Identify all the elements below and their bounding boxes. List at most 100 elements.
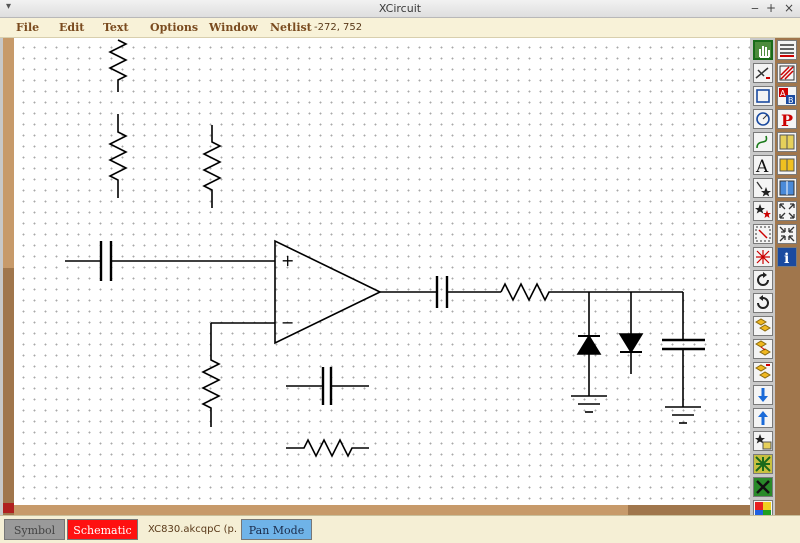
op-amp[interactable]: + −	[211, 239, 437, 345]
svg-text:A: A	[755, 157, 769, 174]
explode-icon	[756, 250, 770, 264]
unjoin-tool[interactable]	[753, 477, 773, 497]
star-pair-icon	[755, 204, 771, 218]
parameter-tool[interactable]: P	[777, 109, 797, 129]
duplicate-tool[interactable]	[753, 362, 773, 382]
menu-file[interactable]: File	[16, 21, 40, 34]
resistor[interactable]	[108, 114, 128, 198]
copy-tool[interactable]	[753, 316, 773, 336]
open-book-icon	[779, 158, 795, 172]
join-icon	[755, 456, 771, 472]
svg-text:P: P	[781, 111, 793, 128]
library-book-tool[interactable]	[777, 132, 797, 152]
menu-netlist[interactable]: Netlist	[270, 21, 312, 34]
resistor[interactable]	[286, 438, 369, 458]
pop-up-tool[interactable]	[753, 408, 773, 428]
move-tool[interactable]	[753, 339, 773, 359]
contract-arrows-icon	[779, 226, 795, 242]
copy-icon	[755, 318, 771, 332]
resistor[interactable]	[201, 323, 221, 427]
pan-tool[interactable]	[753, 40, 773, 60]
svg-text:i: i	[784, 251, 789, 266]
capacitor[interactable]	[65, 241, 275, 281]
unjoin-icon	[756, 480, 770, 494]
symbol-button[interactable]: Symbol	[4, 519, 65, 540]
capacitor[interactable]	[435, 276, 501, 308]
box-icon	[756, 89, 770, 103]
push-down-tool[interactable]	[753, 385, 773, 405]
ground[interactable]	[571, 395, 607, 413]
rotate-cw-tool[interactable]	[753, 270, 773, 290]
diode[interactable]	[618, 292, 644, 374]
horizontal-scrollbar[interactable]	[14, 505, 750, 515]
join-tool[interactable]	[753, 454, 773, 474]
maximize-icon[interactable]: +	[765, 1, 777, 15]
make-object-icon	[755, 434, 772, 450]
page-rotate-icon	[779, 65, 795, 81]
opamp-plus-label: +	[281, 251, 294, 270]
drawing-canvas[interactable]: + −	[14, 38, 750, 505]
make-object-tool[interactable]	[753, 431, 773, 451]
pan-mode-button[interactable]: Pan Mode	[241, 519, 312, 540]
close-icon[interactable]: ×	[783, 1, 795, 15]
library-open-tool[interactable]	[777, 155, 797, 175]
menu-edit[interactable]: Edit	[59, 21, 85, 34]
rotate-ccw-icon	[757, 295, 769, 309]
resistor[interactable]	[500, 282, 683, 302]
scroll-position-marker	[3, 503, 14, 513]
fit-zoom-tool[interactable]	[777, 178, 797, 198]
svg-text:B: B	[788, 96, 794, 105]
menu-text[interactable]: Text	[103, 21, 129, 34]
spline-tool[interactable]	[753, 132, 773, 152]
text-style-icon: AB	[779, 88, 795, 105]
color-palette-icon	[755, 502, 771, 518]
rotate-cw-icon	[757, 272, 769, 286]
book-blue-icon	[779, 180, 795, 196]
resistor[interactable]	[108, 39, 128, 92]
zoom-in-tool[interactable]	[777, 224, 797, 244]
circle-icon	[756, 112, 770, 126]
info-tool[interactable]: i	[777, 247, 797, 267]
zoom-out-tool[interactable]	[777, 201, 797, 221]
arrow-down-icon	[758, 388, 768, 402]
wire-tool[interactable]	[753, 63, 773, 83]
capacitor[interactable]	[662, 292, 705, 407]
menu-window[interactable]: Window	[209, 21, 258, 34]
explode-tool[interactable]	[753, 247, 773, 267]
vertical-scrollbar[interactable]	[3, 38, 14, 515]
library-tool[interactable]	[777, 40, 797, 60]
dotted-box-tool[interactable]	[753, 224, 773, 244]
text-tool[interactable]: A	[753, 155, 773, 175]
move-icon	[755, 340, 771, 356]
select-tool[interactable]	[753, 178, 773, 198]
menu-options[interactable]: Options	[150, 21, 199, 34]
vertical-scroll-thumb[interactable]	[3, 38, 14, 268]
expand-arrows-icon	[779, 203, 795, 219]
window-menu-icon[interactable]: ▾	[6, 1, 12, 12]
capacitor[interactable]	[286, 367, 369, 405]
library-list-icon	[780, 44, 794, 57]
page-filename: XC830.akcqpC (p. 1)	[148, 524, 251, 535]
parameter-icon: P	[781, 111, 793, 128]
dotted-select-icon	[755, 226, 771, 242]
box-tool[interactable]	[753, 86, 773, 106]
diode[interactable]	[576, 292, 602, 396]
status-bar: Symbol Schematic XC830.akcqpC (p. 1) Pan…	[0, 515, 800, 543]
arc-tool[interactable]	[753, 109, 773, 129]
minimize-icon[interactable]: ‒	[751, 1, 759, 15]
horizontal-scroll-thumb[interactable]	[14, 505, 628, 515]
svg-text:A: A	[780, 89, 786, 98]
ground[interactable]	[665, 406, 701, 424]
arrow-up-icon	[758, 411, 768, 425]
rotate-ccw-tool[interactable]	[753, 293, 773, 313]
opamp-minus-label: −	[281, 313, 294, 332]
rotate-page-tool[interactable]	[777, 63, 797, 83]
star-tool[interactable]	[753, 201, 773, 221]
resistor[interactable]	[202, 125, 222, 208]
info-icon: i	[784, 251, 789, 266]
schematic-button[interactable]: Schematic	[67, 519, 138, 540]
cursor-coordinates: -272, 752	[314, 22, 363, 33]
hand-icon	[759, 46, 770, 58]
